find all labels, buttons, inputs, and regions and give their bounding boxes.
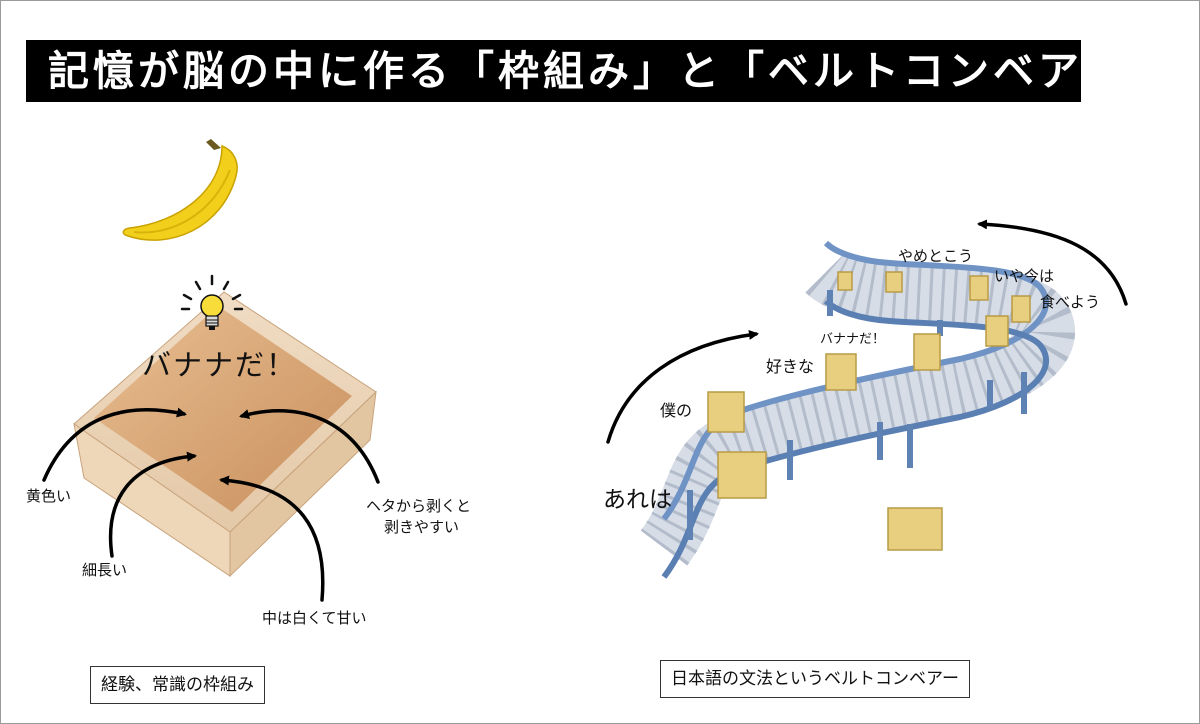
word-banana-da: バナナだ！: [820, 332, 886, 347]
lightbulb-icon: [180, 274, 244, 330]
conveyor-belt-illustration: [640, 240, 1075, 579]
label-peel-line1: ヘタから剥くと: [366, 497, 472, 515]
arrow-inside: [219, 475, 325, 602]
word-iya-ima-wa: いや今は: [994, 267, 1055, 285]
arrow-flow-end: [977, 219, 1128, 306]
word-are-wa: あれは: [603, 487, 672, 513]
banana-exclamation: バナナだ！: [142, 348, 298, 382]
label-long: 細長い: [82, 561, 128, 579]
page-title: 記憶が脳の中に作る「枠組み」と「ベルトコンベアー」: [48, 47, 1171, 95]
word-boku-no: 僕の: [660, 401, 693, 420]
banana-icon: [122, 139, 238, 241]
flow-arrows: [606, 219, 1128, 444]
word-tabeyou: 食べよう: [1040, 293, 1101, 311]
arrow-long: [108, 451, 197, 558]
caption-conveyor: 日本語の文法というベルトコンベアー: [660, 660, 970, 698]
word-yamete-okou: やめとこう: [898, 247, 974, 265]
title-bar: [26, 40, 1081, 102]
label-inside: 中は白くて甘い: [262, 609, 367, 627]
wooden-frame-box: [73, 291, 377, 578]
box-arrows: [42, 407, 380, 602]
label-yellow: 黄色い: [26, 487, 72, 505]
label-peel-line2: 剥きやすい: [384, 518, 460, 536]
word-suki-na: 好きな: [766, 357, 815, 376]
arrow-flow-start: [606, 329, 759, 444]
arrow-yellow: [42, 407, 187, 482]
arrow-peel: [239, 408, 380, 484]
caption-frame: 経験、常識の枠組み: [90, 666, 265, 704]
package-boxes: [707, 271, 1031, 551]
